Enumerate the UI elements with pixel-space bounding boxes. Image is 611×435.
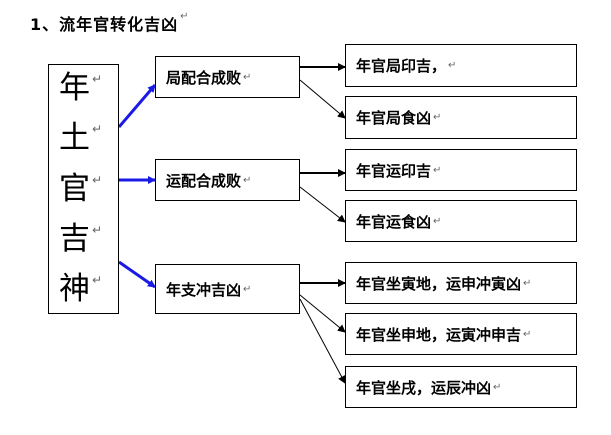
outcome-box-5: 年官坐寅地，运申冲寅凶↵ (345, 262, 577, 304)
root-char: 神↵ (59, 271, 103, 307)
paragraph-mark: ↵ (180, 11, 190, 22)
arrow-middle-3-to-outcome-6 (299, 294, 346, 333)
outcome-box-label: 年官运食凶 (356, 212, 432, 231)
middle-box-label: 年支冲吉凶 (166, 280, 242, 299)
outcome-box-2: 年官局食凶↵ (345, 96, 577, 139)
outcome-box-label: 年官运印吉 (356, 161, 432, 180)
middle-box-3: 年支冲吉凶↵ (155, 264, 300, 314)
outcome-box-label: 年官坐申地，运寅冲申吉 (356, 325, 522, 344)
root-char: 土↵ (59, 120, 103, 157)
outcome-box-label: 年官局印吉， (356, 57, 447, 75)
arrow-middle-3-to-outcome-7 (299, 298, 346, 384)
root-char: 官↵ (59, 170, 103, 207)
outcome-box-label: 年官坐寅地，运申冲寅凶 (356, 274, 522, 293)
root-char: 吉↵ (59, 220, 103, 257)
outcome-box-label: 年官坐戌，运辰冲凶 (356, 378, 492, 397)
root-box: 年↵ 土↵ 官↵ 吉↵ 神↵ (48, 64, 119, 314)
middle-box-2: 运配合成败↵ (155, 159, 300, 201)
arrow-middle-2-to-outcome-4 (299, 186, 346, 223)
middle-box-1: 局配合成败↵ (155, 56, 300, 98)
heading-text: 1、流年官转化吉凶 (30, 15, 179, 34)
outcome-box-1: 年官局印吉，↵ (345, 44, 577, 87)
arrow-root-to-middle-3 (118, 260, 156, 289)
root-char: 年↵ (59, 70, 103, 106)
outcome-box-3: 年官运印吉↵ (345, 149, 577, 191)
middle-box-label: 局配合成败 (166, 68, 242, 87)
outcome-box-4: 年官运食凶↵ (345, 200, 577, 242)
middle-box-label: 运配合成败 (166, 171, 242, 190)
arrow-middle-1-to-outcome-2 (299, 79, 346, 119)
outcome-box-label: 年官局食凶 (356, 109, 432, 127)
diagram-heading: 1、流年官转化吉凶↵ (30, 11, 190, 35)
outcome-box-6: 年官坐申地，运寅冲申吉↵ (345, 313, 577, 355)
arrow-root-to-middle-1 (117, 84, 157, 128)
outcome-box-7: 年官坐戌，运辰冲凶↵ (345, 366, 577, 408)
